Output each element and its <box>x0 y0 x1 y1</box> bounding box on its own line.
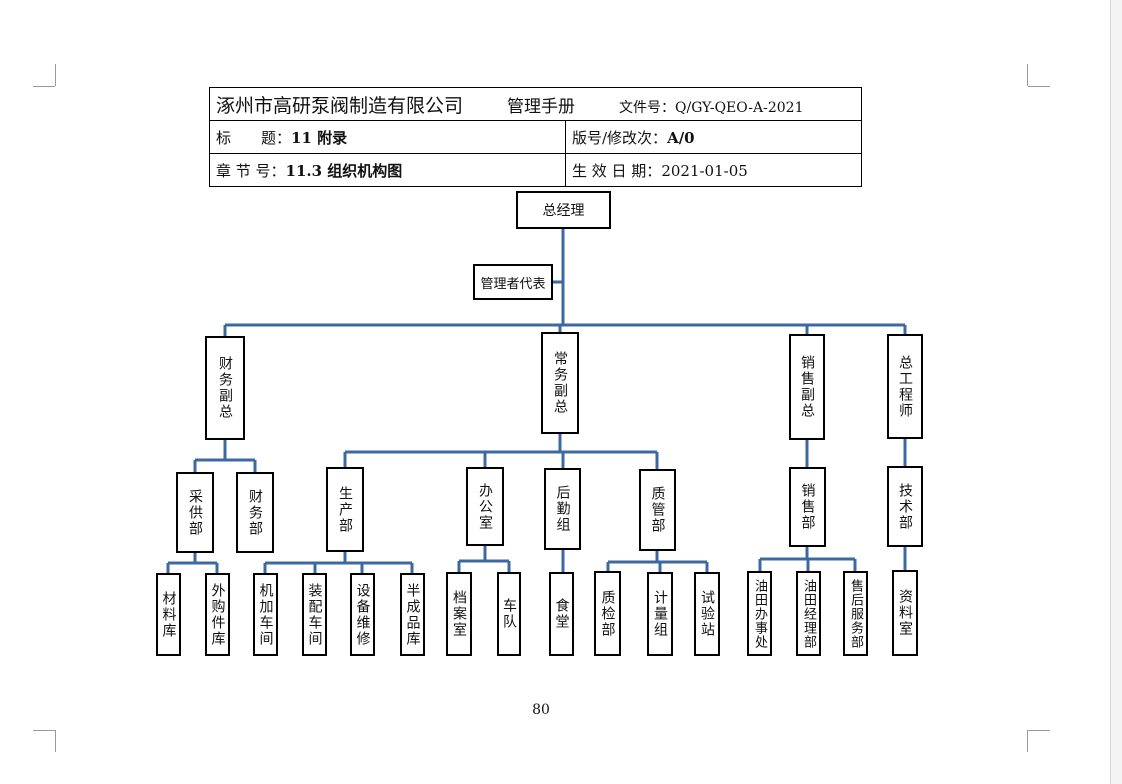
crop-mark <box>55 730 56 752</box>
crop-mark <box>33 86 55 87</box>
effective-label: 生 效 日 期： <box>572 161 662 180</box>
company-name: 涿州市高研泵阀制造有限公司 <box>216 94 464 117</box>
crop-mark <box>1028 730 1050 731</box>
node-unit-fleet: 车队 <box>497 572 521 656</box>
node-dept-office: 办公室 <box>466 467 504 546</box>
node-dept-procurement: 采供部 <box>176 472 214 553</box>
node-vp-sales: 销售副总 <box>789 334 825 440</box>
node-unit-material-store: 材料库 <box>156 573 181 656</box>
effective-value: 2021-01-05 <box>661 161 748 180</box>
node-dept-quality: 质管部 <box>639 469 676 551</box>
node-unit-oilfield-office: 油田办事处 <box>747 571 772 656</box>
crop-mark <box>55 64 56 86</box>
node-dept-sales: 销售部 <box>789 467 826 547</box>
crop-mark <box>33 730 55 731</box>
node-general-manager: 总经理 <box>516 191 611 229</box>
node-unit-archives: 档案室 <box>446 572 472 656</box>
node-dept-production: 生产部 <box>326 467 364 552</box>
node-unit-equipment-maintenance: 设备维修 <box>350 573 375 656</box>
effective-cell: 生 效 日 期：2021-01-05 <box>564 153 863 187</box>
page-edge <box>1110 0 1122 784</box>
node-vp-finance: 财务副总 <box>205 336 245 440</box>
title-label: 标 题： <box>216 128 292 147</box>
node-unit-test-station: 试验站 <box>694 572 720 656</box>
node-unit-canteen: 食堂 <box>549 572 574 656</box>
version-value: A/0 <box>667 128 695 147</box>
node-unit-quality-inspection: 质检部 <box>594 571 621 656</box>
doc-no-value: Q/GY-QEO-A-2021 <box>675 99 804 116</box>
chapter-label: 章 节 号： <box>216 161 286 180</box>
title-value: 11 附录 <box>291 128 348 147</box>
version-label: 版号/修改次： <box>572 128 668 147</box>
node-unit-machining-workshop: 机加车间 <box>253 573 278 656</box>
node-unit-metrology: 计量组 <box>647 572 673 656</box>
node-unit-after-sales-service: 售后服务部 <box>843 571 868 656</box>
manual-title: 管理手册 <box>507 96 576 117</box>
crop-mark <box>1028 86 1050 87</box>
node-unit-purchased-parts-store: 外购件库 <box>205 573 230 656</box>
page-number: 80 <box>532 702 550 718</box>
crop-mark <box>1027 64 1028 86</box>
chapter-cell: 章 节 号：11.3 组织机构图 <box>209 153 566 187</box>
doc-no-label: 文件号： <box>619 99 676 116</box>
chapter-value: 11.3 组织机构图 <box>285 161 403 180</box>
node-chief-engineer: 总工程师 <box>887 334 923 439</box>
version-cell: 版号/修改次：A/0 <box>564 120 863 154</box>
node-unit-data-room: 资料室 <box>892 570 918 656</box>
document-header-table: 涿州市高研泵阀制造有限公司 管理手册 文件号：Q/GY-QEO-A-2021 标 题… <box>208 87 863 187</box>
node-dept-logistics: 后勤组 <box>544 468 581 550</box>
node-management-representative: 管理者代表 <box>473 264 553 300</box>
node-dept-finance: 财务部 <box>236 472 274 553</box>
node-vp-operations: 常务副总 <box>541 332 579 434</box>
node-unit-oilfield-manager-dept: 油田经理部 <box>796 571 821 656</box>
node-unit-semi-finished-store: 半成品库 <box>400 573 425 656</box>
crop-mark <box>1027 730 1028 752</box>
node-unit-assembly-workshop: 装配车间 <box>302 573 327 656</box>
node-dept-technical: 技术部 <box>887 466 923 547</box>
